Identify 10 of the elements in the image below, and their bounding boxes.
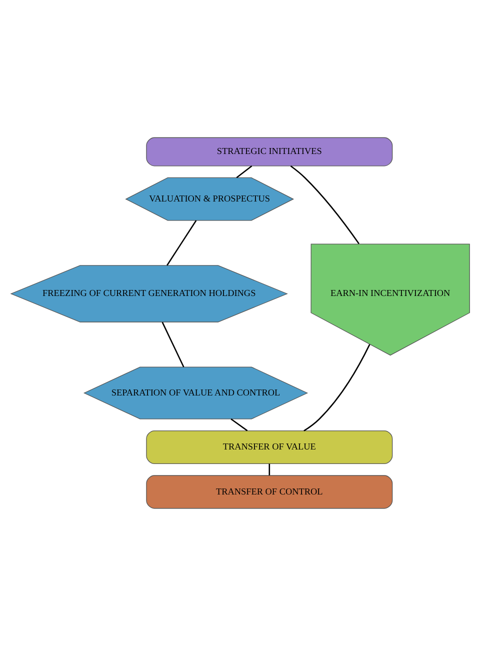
connector: [290, 165, 360, 244]
node-box: STRATEGIC INITIATIVES: [146, 137, 393, 166]
connector: [162, 322, 184, 368]
connector: [304, 344, 370, 432]
connector: [236, 165, 252, 178]
connector: [166, 220, 197, 266]
node-box: TRANSFER OF CONTROL: [146, 475, 393, 509]
node-box: TRANSFER OF VALUE: [146, 430, 393, 464]
connector: [268, 464, 270, 476]
connector: [230, 418, 248, 432]
